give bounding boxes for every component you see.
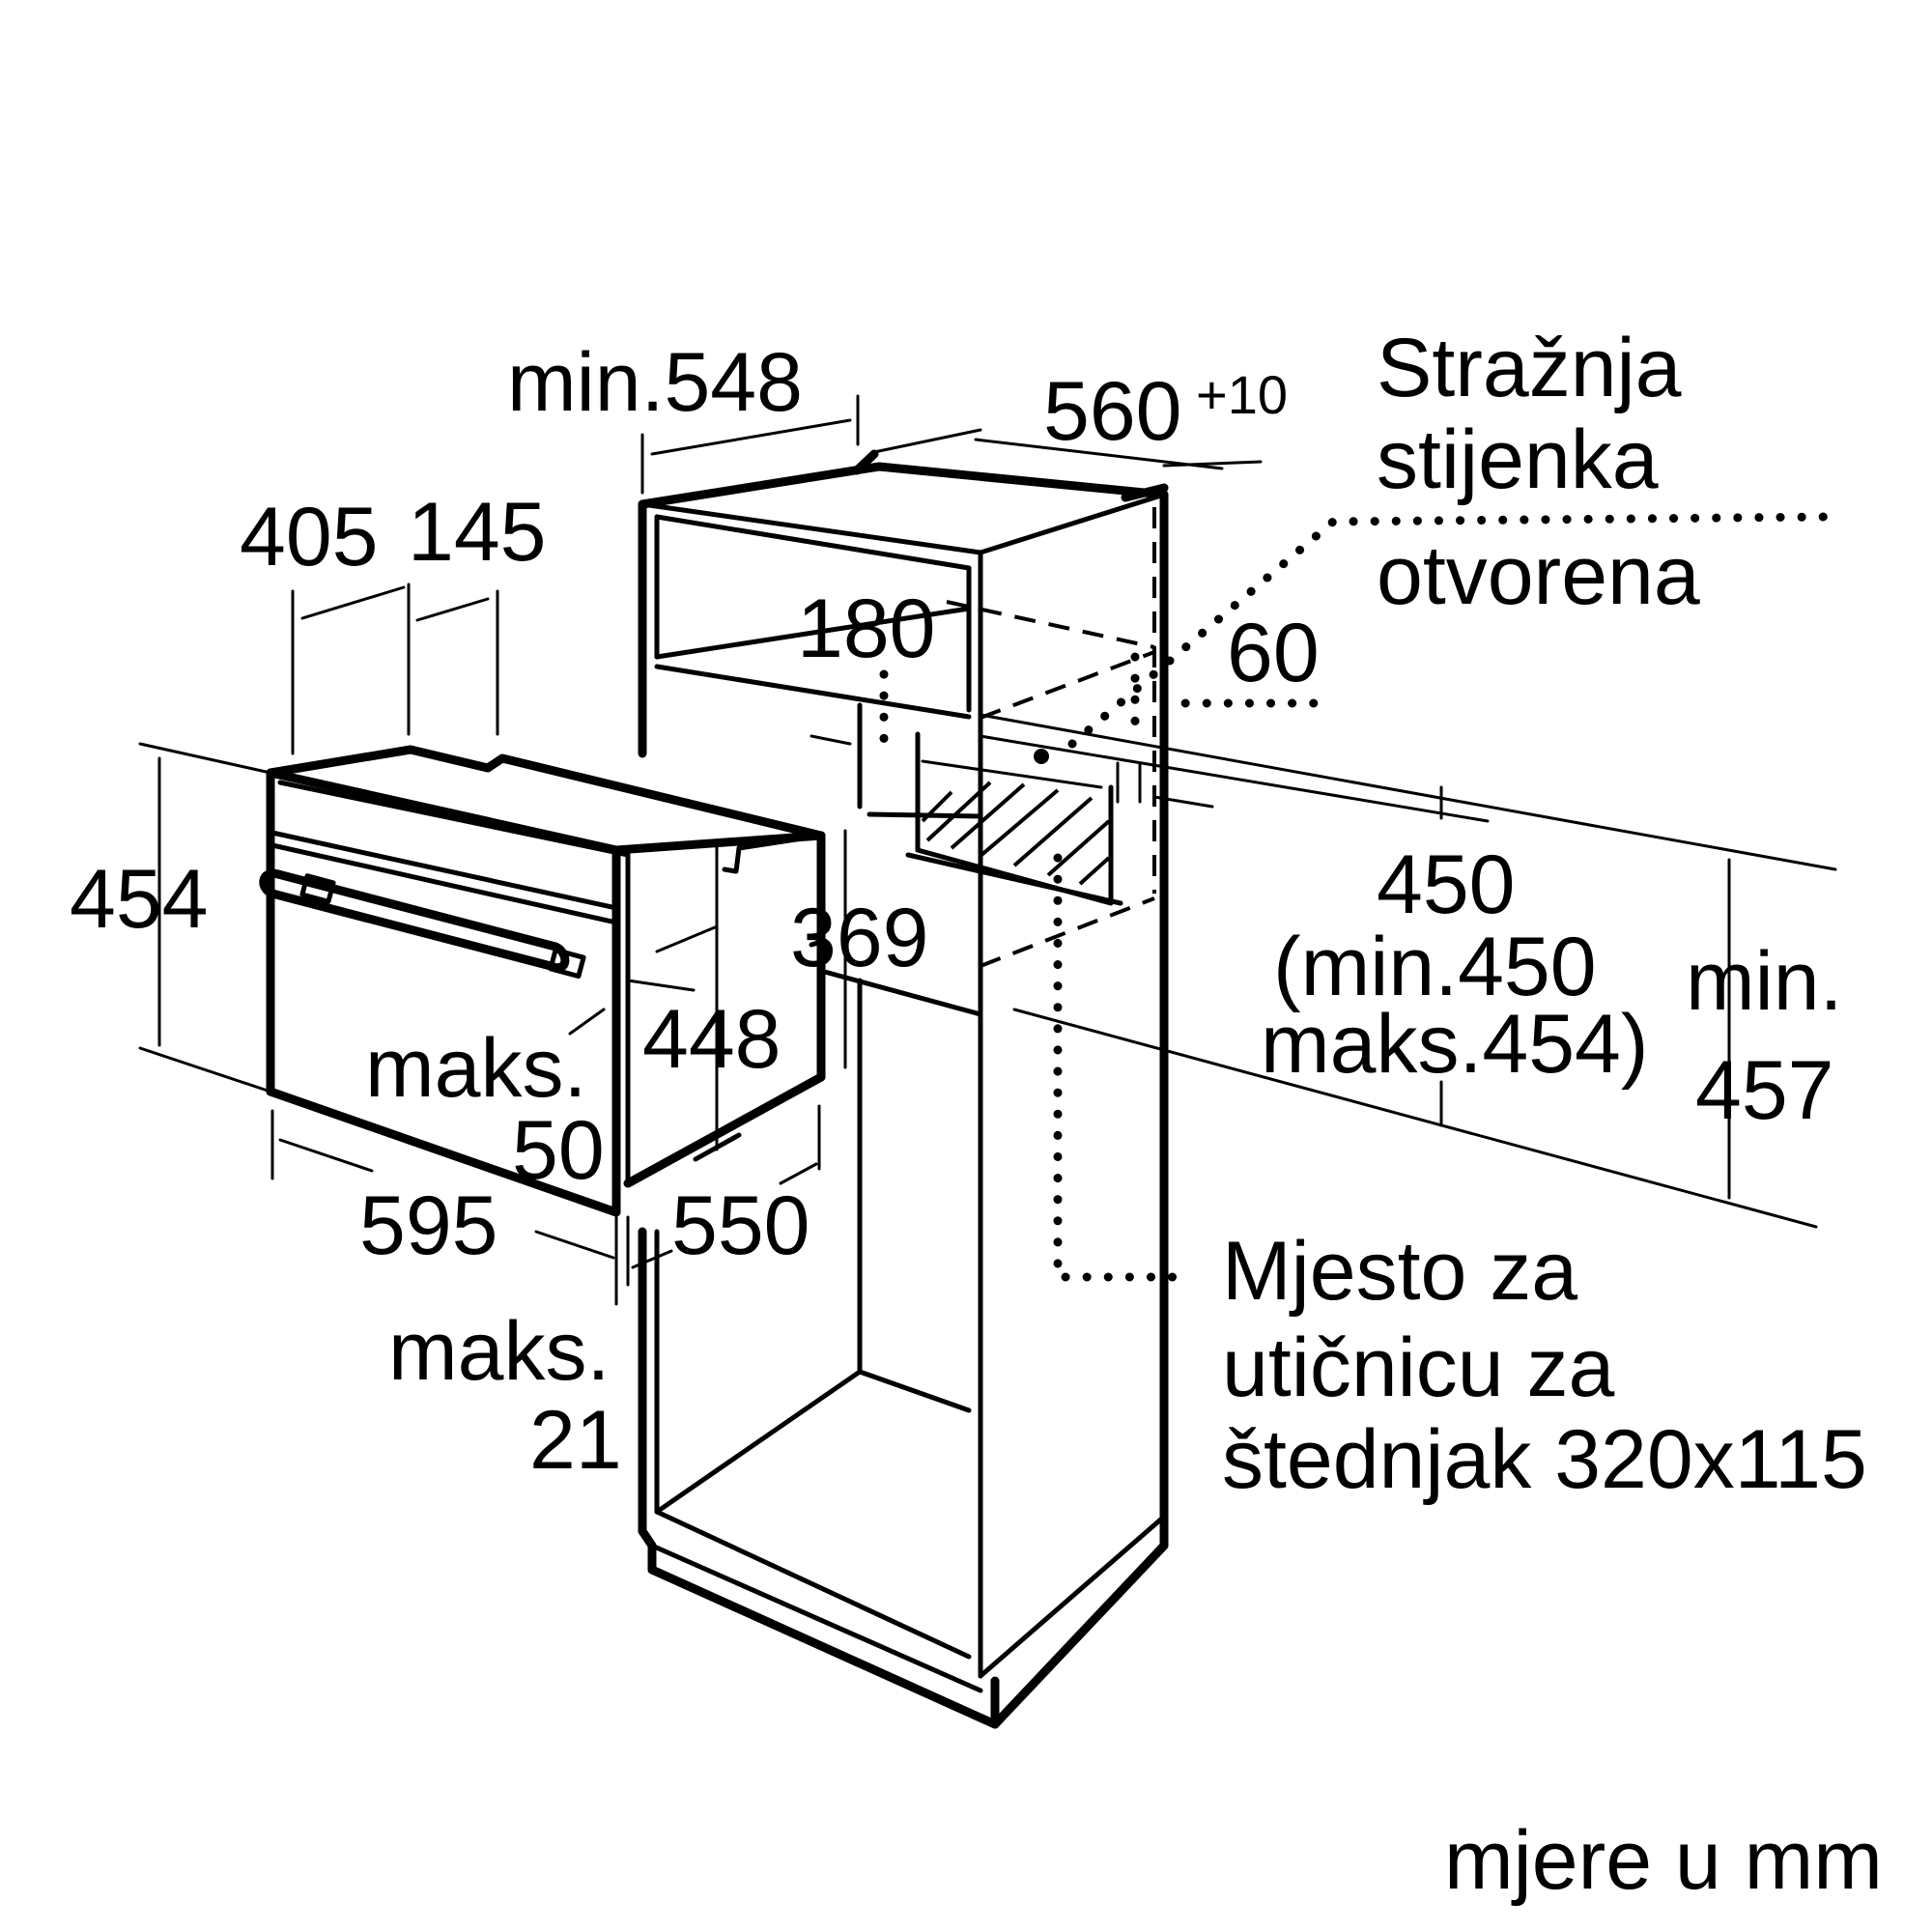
- cabinet: [638, 449, 1169, 1729]
- dim-550: 550: [671, 1179, 810, 1272]
- oven-handle: [259, 868, 586, 980]
- socket-hatch: [921, 781, 1111, 886]
- dim-maks21-value: 21: [529, 1394, 622, 1487]
- dim-450-range-max: maks.454): [1261, 998, 1649, 1091]
- note-units: mjere u mm: [1444, 1814, 1883, 1907]
- dim-369: 369: [790, 892, 929, 984]
- oven: [259, 745, 826, 1217]
- dim-450: 450: [1377, 838, 1516, 931]
- dim-maks50-label: maks.: [365, 1022, 586, 1115]
- dim-450-range-min: (min.450: [1273, 921, 1597, 1013]
- note-rear-wall-line1: Stražnja: [1377, 322, 1682, 414]
- note-socket-line3: štednjak 320x115: [1222, 1413, 1867, 1506]
- dim-145: 145: [408, 486, 547, 579]
- dim-405: 405: [240, 491, 379, 583]
- dim-60: 60: [1227, 607, 1320, 699]
- dim-454: 454: [70, 853, 209, 946]
- dimension-labels: 405 145 454 448 maks. 50 595 550 maks. 2…: [70, 336, 1842, 1487]
- dim-min457-value: 457: [1695, 1044, 1834, 1137]
- dim-min548: min.548: [507, 336, 803, 429]
- dimension-lines: [138, 394, 1837, 1306]
- dim-maks21-label: maks.: [388, 1305, 610, 1398]
- annotation-notes: Stražnja stijenka otvorena Mjesto za uti…: [1222, 322, 1883, 1907]
- note-socket-line1: Mjesto za: [1222, 1225, 1577, 1318]
- dim-448: 448: [642, 993, 781, 1086]
- dim-180: 180: [797, 582, 936, 675]
- note-socket-line2: utičnicu za: [1222, 1321, 1614, 1414]
- note-rear-wall-line2: stijenka: [1377, 413, 1659, 506]
- dim-maks50-value: 50: [512, 1104, 605, 1197]
- dim-595: 595: [359, 1179, 498, 1272]
- dotted-leaders: [879, 512, 1831, 1282]
- dim-560: 560: [1043, 365, 1182, 458]
- dim-min457-label: min.: [1686, 935, 1842, 1028]
- dim-560-tolerance: +10: [1196, 364, 1288, 425]
- note-rear-wall-line3: otvorena: [1377, 529, 1700, 622]
